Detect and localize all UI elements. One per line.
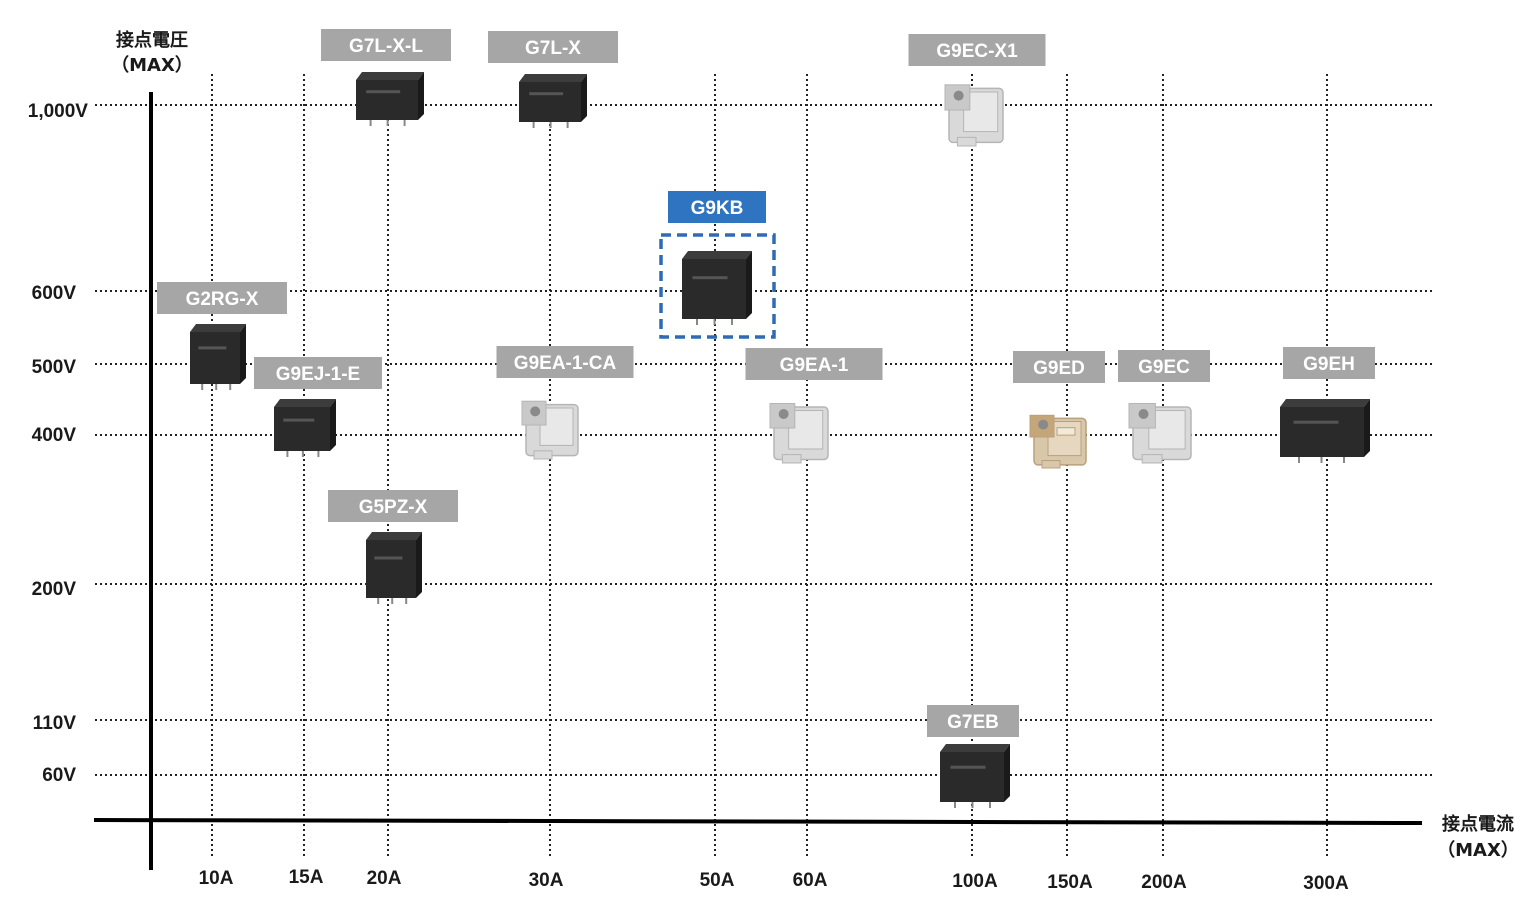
product-point: G9KB bbox=[659, 191, 776, 339]
x-tick-label: 100A bbox=[952, 871, 998, 892]
product-label-bg bbox=[328, 490, 458, 522]
x-tick-label: 20A bbox=[367, 868, 402, 889]
y-tick-label: 60V bbox=[42, 765, 76, 786]
product-label: G9EC bbox=[1138, 357, 1190, 378]
relay-image bbox=[366, 532, 422, 604]
product-label: G7L-X-L bbox=[349, 36, 423, 57]
x-tick-label: 10A bbox=[199, 868, 234, 889]
product-label-bg bbox=[1118, 350, 1210, 382]
x-axis-line bbox=[93, 818, 1423, 825]
x-tick-label: 15A bbox=[289, 867, 324, 888]
product-label: G9EC-X1 bbox=[936, 41, 1018, 62]
product-label-bg bbox=[157, 282, 287, 314]
x-tick-label: 30A bbox=[529, 870, 564, 891]
y-axis-title-line2: （MAX） bbox=[111, 55, 193, 76]
x-tick-label: 50A bbox=[700, 870, 735, 891]
product-label: G9EH bbox=[1303, 354, 1355, 375]
relay-image bbox=[274, 399, 336, 457]
product-label-bg bbox=[1283, 347, 1375, 379]
product-point: G7L-X bbox=[488, 31, 618, 128]
product-label-bg bbox=[496, 346, 634, 378]
product-point: G9EC bbox=[1118, 350, 1210, 464]
y-axis-title: 接点電圧 （MAX） bbox=[111, 29, 193, 76]
axes bbox=[93, 92, 1423, 870]
y-tick-labels: 1,000V 600V 500V 400V 200V 110V 60V bbox=[28, 101, 89, 786]
relay-image bbox=[356, 72, 424, 126]
relay-image bbox=[682, 251, 752, 325]
product-point: G7L-X-L bbox=[321, 29, 451, 126]
relay-image bbox=[940, 744, 1010, 808]
product-label-bg bbox=[321, 29, 451, 61]
relay-image bbox=[1029, 414, 1087, 469]
y-tick-label: 400V bbox=[32, 425, 77, 446]
relay-image bbox=[1280, 399, 1370, 463]
product-label: G9EA-1-CA bbox=[514, 353, 617, 374]
product-label: G9KB bbox=[691, 198, 744, 219]
product-label: G7EB bbox=[947, 712, 999, 733]
relay-image bbox=[190, 324, 246, 390]
relay-image bbox=[1128, 403, 1192, 464]
x-tick-label: 200A bbox=[1141, 872, 1187, 893]
product-label-bg bbox=[927, 705, 1019, 737]
y-axis-title-line1: 接点電圧 bbox=[116, 29, 188, 51]
product-label-bg bbox=[745, 348, 883, 380]
product-point: G9EA-1 bbox=[745, 348, 883, 464]
product-label: G2RG-X bbox=[186, 289, 259, 310]
relay-image bbox=[519, 74, 587, 128]
product-point: G5PZ-X bbox=[328, 490, 458, 604]
product-point: G9EJ-1-E bbox=[254, 357, 382, 457]
product-label: G9EA-1 bbox=[780, 355, 849, 376]
x-axis-title-line2: （MAX） bbox=[1437, 840, 1519, 861]
product-label-bg bbox=[488, 31, 618, 63]
product-point: G9EC-X1 bbox=[908, 34, 1046, 147]
product-label-bg bbox=[908, 34, 1046, 66]
x-tick-label: 150A bbox=[1047, 872, 1093, 893]
product-point: G9EH bbox=[1280, 347, 1375, 463]
product-label-bg bbox=[668, 191, 766, 223]
x-tick-label: 60A bbox=[793, 870, 828, 891]
x-tick-label: 300A bbox=[1303, 873, 1349, 894]
y-tick-label: 500V bbox=[32, 357, 77, 378]
product-point: G2RG-X bbox=[157, 282, 287, 390]
product-label: G7L-X bbox=[525, 38, 581, 59]
product-label: G9EJ-1-E bbox=[276, 364, 360, 385]
product-label-bg bbox=[1013, 351, 1105, 383]
x-axis-title: 接点電流 （MAX） bbox=[1437, 813, 1519, 861]
product-label: G5PZ-X bbox=[359, 497, 428, 518]
y-tick-label: 200V bbox=[32, 579, 77, 600]
y-tick-label: 1,000V bbox=[28, 101, 89, 122]
relay-image bbox=[769, 403, 829, 464]
relay-image bbox=[944, 84, 1004, 147]
product-label-bg bbox=[254, 357, 382, 389]
x-tick-labels: 10A 15A 20A 30A 50A 60A 100A 150A 200A 300A bbox=[199, 867, 1349, 894]
highlight-frame bbox=[659, 233, 776, 339]
product-point: G7EB bbox=[927, 705, 1019, 808]
product-point: G9ED bbox=[1013, 351, 1105, 469]
y-tick-label: 600V bbox=[32, 283, 77, 304]
y-tick-label: 110V bbox=[33, 713, 77, 734]
product-label: G9ED bbox=[1033, 358, 1085, 379]
relay-image bbox=[521, 400, 579, 460]
product-point: G9EA-1-CA bbox=[496, 346, 634, 460]
x-axis-title-line1: 接点電流 bbox=[1442, 813, 1514, 835]
